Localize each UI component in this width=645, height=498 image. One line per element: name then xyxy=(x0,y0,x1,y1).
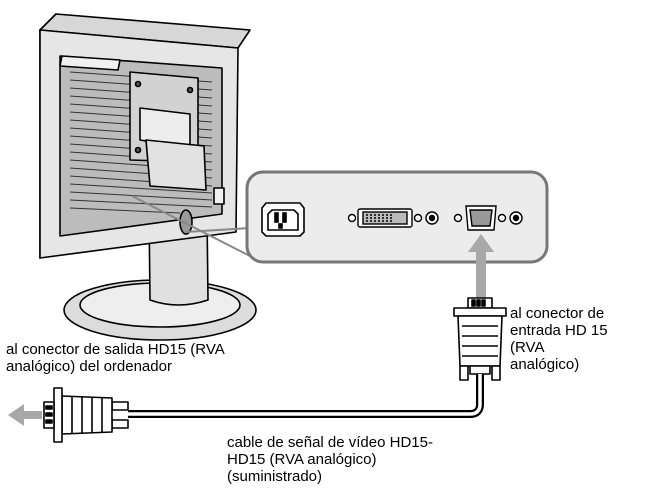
screw-icon xyxy=(134,80,142,88)
label-line: HD15 (RVA analógico) xyxy=(227,451,377,468)
output-connector-label: al conector de salida HD15 (RVA analógic… xyxy=(6,341,225,375)
hd15-plug-icon xyxy=(43,387,129,443)
label-line: al conector de salida HD15 (RVA xyxy=(6,341,225,358)
label-line: (suministrado) xyxy=(227,468,323,485)
monitor-rear-view xyxy=(39,13,257,341)
input-connector-label: al conector de entrada HD 15 (RVA analóg… xyxy=(510,305,608,373)
connector-panel xyxy=(245,170,549,264)
video-cable xyxy=(128,374,484,418)
hd15-plug-icon xyxy=(453,297,507,381)
hd15-port-icon xyxy=(453,205,523,231)
video-cable-core xyxy=(128,374,482,416)
label-line: al conector de xyxy=(510,305,605,322)
callout-lines xyxy=(131,195,251,257)
label-line: analógico) xyxy=(510,356,580,373)
cable-hole xyxy=(179,209,193,235)
monitor-handle xyxy=(59,55,121,71)
label-line: cable de señal de vídeo HD15- xyxy=(227,434,433,451)
label-line: entrada HD 15 xyxy=(510,322,608,339)
screw-icon xyxy=(186,86,194,94)
arrow-icon xyxy=(8,404,42,426)
stand-upper xyxy=(145,139,207,191)
dvi-connector-icon xyxy=(347,208,439,228)
label-line: analógico) del ordenador xyxy=(6,358,172,375)
side-button xyxy=(213,187,225,205)
arrow-icon xyxy=(468,234,494,300)
cable-label: cable de señal de vídeo HD15- HD15 (RVA … xyxy=(227,434,433,485)
ac-power-inlet-icon xyxy=(261,202,305,237)
screw-icon xyxy=(134,146,142,154)
label-line: (RVA xyxy=(510,339,545,356)
